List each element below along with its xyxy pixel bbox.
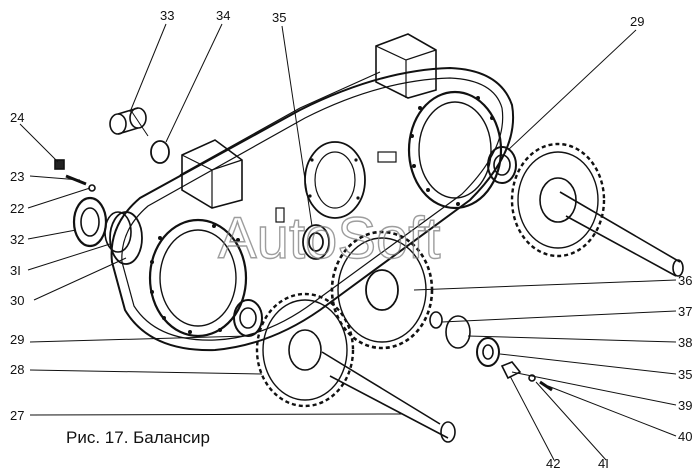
callout-34: 34 [216, 8, 230, 23]
balancer-housing [110, 33, 514, 352]
callout-40: 40 [678, 429, 692, 444]
callout-38: 38 [678, 335, 692, 350]
callout-32: 32 [10, 232, 24, 247]
callout-29-top: 29 [630, 14, 644, 29]
callout-labels: 33 34 35 29 24 23 22 32 3I 30 29 28 27 3… [10, 8, 692, 471]
callout-29-left: 29 [10, 332, 24, 347]
part-33-bushing [109, 107, 149, 137]
callout-35-top: 35 [272, 10, 286, 25]
upper-shaft-assembly [487, 142, 684, 277]
figure-caption: Рис. 17. Балансир [66, 428, 210, 447]
callout-27: 27 [10, 408, 24, 423]
callout-24: 24 [10, 110, 24, 125]
callout-35-right: 35 [678, 367, 692, 382]
callout-41: 4I [598, 456, 609, 471]
leader-lines [19, 23, 677, 461]
small-parts-37-42 [429, 311, 553, 392]
callout-33: 33 [160, 8, 174, 23]
housing-bolt-holes [150, 96, 494, 334]
callout-22: 22 [10, 201, 24, 216]
callout-31: 3I [10, 263, 21, 278]
callout-36: 36 [678, 273, 692, 288]
callout-37: 37 [678, 304, 692, 319]
left-cap-assembly [54, 159, 143, 265]
lower-shaft-assembly [233, 292, 456, 443]
callout-23: 23 [10, 169, 24, 184]
part-34-o-ring [150, 140, 170, 164]
callout-28: 28 [10, 362, 24, 377]
watermark: AutoSoft [218, 206, 440, 271]
middle-bearing [302, 224, 330, 260]
callout-39: 39 [678, 398, 692, 413]
callout-30: 30 [10, 293, 24, 308]
callout-42: 42 [546, 456, 560, 471]
